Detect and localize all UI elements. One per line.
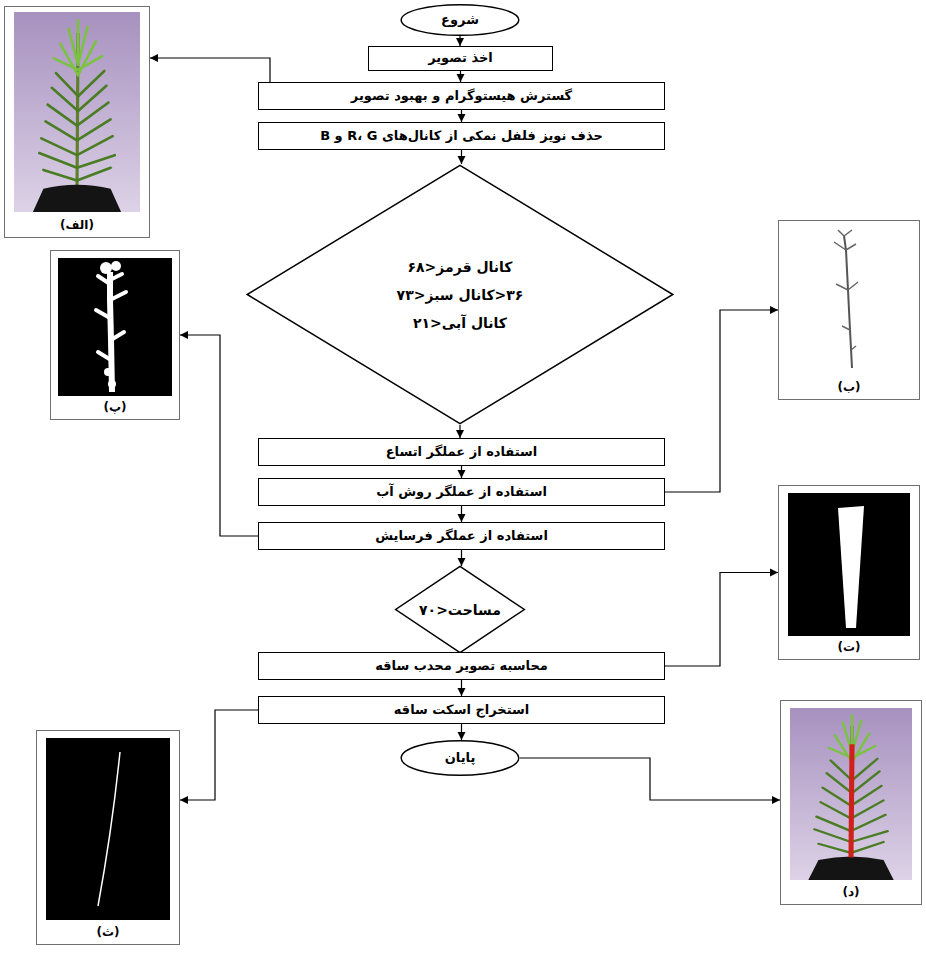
text-group: مساحت<۷۰ [418,590,501,628]
text-group: کانال قرمز<۶۸ ۳۶<کانال سبز<۷۳ کانال آبی<۲۱ [322,247,597,342]
text-group: (ث) [37,925,179,941]
node-label: استخراج اسکت ساقه [394,702,530,719]
process-box: گسترش هیستوگرام و بهبود تصویر [258,82,665,110]
text-group: محاسبه تصویر محدب ساقه [375,658,548,675]
node-label: استفاده از عملگر روش آب [376,484,547,501]
image-panel: (ت) [778,485,920,660]
node-label: کانال قرمز<۶۸ [322,257,597,275]
text-group: استفاده از عملگر فرسایش [375,528,548,545]
flow-arrow [461,466,462,478]
node-label: پایان [445,750,476,767]
image-panel: (ب) [778,220,920,400]
node-label: (ب) [833,380,864,396]
flow-arrow [520,758,780,800]
flow-arrow [460,71,461,82]
flow-arrow [461,150,462,164]
text-group: (ت) [779,640,919,656]
node-label: (ت) [833,640,864,656]
start-terminal: شروع [400,4,520,36]
node-label: استفاده از عملگر اتساع [386,444,538,461]
flow-arrow [461,110,462,122]
convex-hull-image [788,493,910,636]
flow-arrow [459,425,460,438]
text-group: اخذ تصویر [428,50,493,67]
flow-arrow [459,36,460,46]
process-box: استخراج اسکت ساقه [258,696,665,724]
skeleton-image [46,738,170,920]
flow-arrow [461,724,462,740]
binary-stem-image [58,258,172,396]
process-box: محاسبه تصویر محدب ساقه [258,652,665,680]
flow-arrow [461,506,462,522]
node-label: (ث) [92,925,123,941]
node-label: اخذ تصویر [428,50,493,67]
text-group: استفاده از عملگر اتساع [386,444,538,461]
image-panel: (الف) [4,6,150,238]
flow-arrow [461,550,462,566]
flow-arrow [461,680,462,696]
node-label: استفاده از عملگر فرسایش [375,528,548,545]
text-group: استفاده از عملگر روش آب [376,484,547,501]
text-group: پایان [445,750,476,767]
node-label: ۳۶<کانال سبز<۷۳ [322,285,597,303]
node-label: محاسبه تصویر محدب ساقه [375,658,548,675]
image-panel: (د) [780,700,922,905]
process-box: استفاده از عملگر روش آب [258,478,665,506]
node-label: کانال آبی<۲۱ [322,314,597,332]
node-label: (د) [838,885,863,901]
text-group: (د) [781,885,921,901]
node-label: گسترش هیستوگرام و بهبود تصویر [351,88,572,105]
node-label: (پ) [99,400,130,416]
grey-plant-image [788,228,910,376]
text-group: (ب) [779,380,919,396]
node-label: حذف نویز فلفل نمکی از کانال‌های R، G و B [320,128,603,145]
process-box: استفاده از عملگر فرسایش [258,522,665,550]
flow-arrow [180,710,258,800]
text-group: شروع [441,12,479,29]
text-group: (الف) [5,218,149,234]
image-panel: (ث) [36,730,180,945]
flow-arrow [150,58,270,82]
text-group: (پ) [51,400,179,416]
flow-arrow [180,335,258,536]
end-terminal: پایان [400,740,520,776]
decision-diamond: کانال قرمز<۶۸ ۳۶<کانال سبز<۷۳ کانال آبی<۲۱ [245,164,675,425]
decision-diamond: مساحت<۷۰ [395,566,525,653]
plant-result-photo [790,708,912,880]
process-box: استفاده از عملگر اتساع [258,438,665,466]
image-panel: (پ) [50,250,180,420]
plant-photo [14,12,140,212]
node-label: مساحت<۷۰ [418,600,501,618]
process-box: اخذ تصویر [368,46,553,71]
text-group: استخراج اسکت ساقه [394,702,530,719]
text-group: حذف نویز فلفل نمکی از کانال‌های R، G و B [320,128,603,145]
node-label: شروع [441,12,479,29]
node-label: (الف) [56,218,98,234]
process-box: حذف نویز فلفل نمکی از کانال‌های R، G و B [258,122,665,150]
flow-arrow [665,573,778,667]
flow-arrow [665,310,778,492]
text-group: گسترش هیستوگرام و بهبود تصویر [351,88,572,105]
